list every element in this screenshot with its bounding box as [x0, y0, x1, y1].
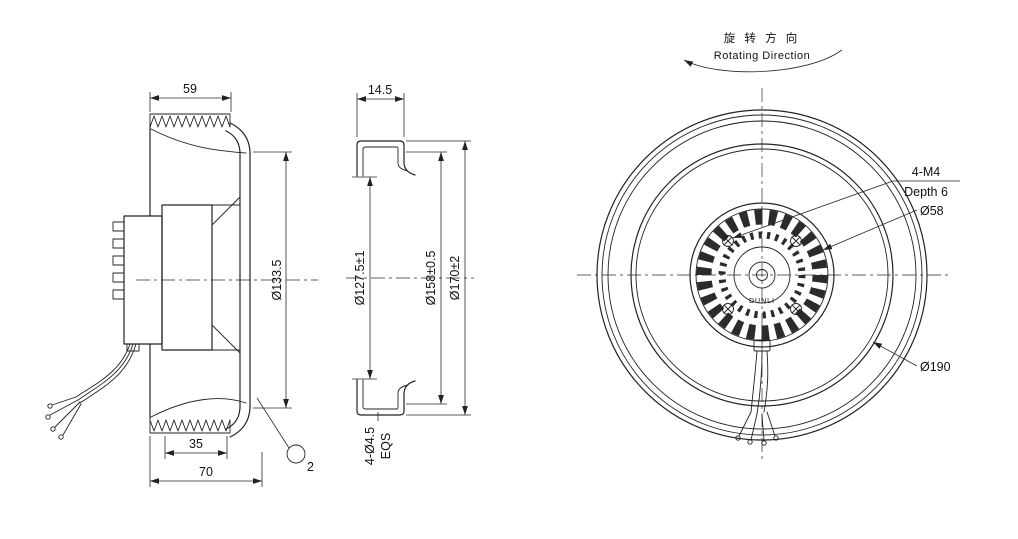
- dim-gap-label: 2: [307, 460, 314, 474]
- outer-dia-label: Ø190: [920, 360, 951, 374]
- rotating-direction-arrow: [683, 49, 843, 73]
- impeller-top-rim: [149, 113, 231, 128]
- dim-total-depth-label: 70: [199, 465, 213, 479]
- screw-top-left: [722, 235, 734, 247]
- dim-step-dia-label: Ø158±0.5: [424, 251, 438, 306]
- rotating-direction-en-label: Rotating Direction: [714, 50, 810, 62]
- fan-body-outline: [149, 122, 251, 438]
- hub-block: [161, 196, 241, 354]
- dimension-14-5: 14.5: [356, 83, 405, 137]
- rotating-direction-cn-label: 旋 转 方 向: [724, 31, 801, 45]
- fan-circles: [596, 109, 928, 441]
- dimension-127-5: Ø127.5±1: [352, 176, 377, 380]
- dimension-158: Ø158±0.5: [406, 151, 447, 405]
- dim-holes-label: 4-Ø4.5: [363, 427, 377, 465]
- mount-holes-callout: 4-Ø4.5 EQS: [363, 412, 393, 465]
- dim-impeller-dia-label: Ø133.5: [270, 259, 284, 300]
- dimension-133-5: Ø133.5: [253, 151, 292, 409]
- screw-bottom-left: [722, 303, 734, 315]
- front-view: DUNLI 旋 转 方 向 Rotating Direction 4-M4 De…: [577, 31, 960, 462]
- dim-hub-depth-label: 35: [189, 437, 203, 451]
- rotating-direction: 旋 转 方 向 Rotating Direction: [683, 31, 843, 73]
- screw-top-right: [790, 235, 802, 247]
- screw-bottom-right: [790, 303, 802, 315]
- ring-section-upper: [356, 140, 416, 177]
- dim-top-width-label: 59: [183, 82, 197, 96]
- side-view: 59 Ø133.5 35 70 2: [45, 82, 318, 487]
- mount-callout: 4-M4 Depth 6: [732, 165, 960, 239]
- dimension-70: 70: [149, 436, 263, 487]
- dim-flange-dia-label: Ø170±2: [448, 256, 462, 300]
- rotor-vent-slots: [696, 209, 828, 341]
- dim-ring-depth-label: 14.5: [368, 83, 392, 97]
- section-view: 14.5 Ø127.5±1 Ø158±0.5 Ø170±2 4-Ø4.5 EQS: [346, 83, 474, 465]
- outer-dia-callout: Ø190: [872, 341, 951, 374]
- ring-section-lower: [356, 379, 416, 416]
- dimension-35: 35: [164, 436, 228, 459]
- lead-wires-side: [45, 343, 137, 440]
- dim-throat-dia-label: Ø127.5±1: [353, 251, 367, 306]
- impeller-bottom-rim: [149, 419, 231, 434]
- dimension-59: 59: [149, 82, 232, 112]
- mount-depth-label: Depth 6: [904, 185, 948, 199]
- motor-block: [112, 215, 163, 352]
- dimension-170: Ø170±2: [406, 140, 471, 416]
- shaft-dia-callout: Ø58: [822, 204, 944, 251]
- mount-holes-label: 4-M4: [912, 165, 941, 179]
- dim-holes-note-label: EQS: [379, 433, 393, 459]
- gap-detail-callout: 2: [256, 397, 314, 474]
- lead-wires-front: [735, 339, 779, 446]
- rotor-screws: [722, 235, 802, 315]
- shaft-dia-label: Ø58: [920, 204, 944, 218]
- rotor-brand-label: DUNLI: [749, 298, 775, 305]
